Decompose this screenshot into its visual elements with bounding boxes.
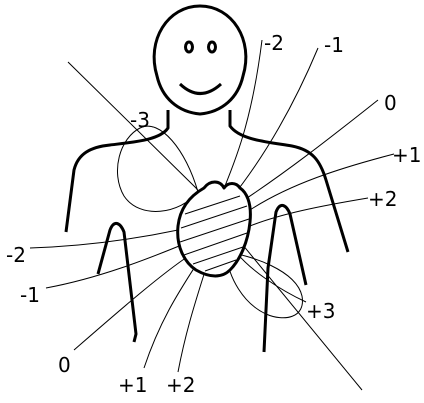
label-bottom-zero: 0 xyxy=(58,353,71,377)
head-outline xyxy=(154,6,246,114)
field-line-left-minus1 xyxy=(46,244,184,288)
label-top-minus1: -1 xyxy=(324,33,344,57)
label-right-plus2: +2 xyxy=(368,187,397,211)
smile-mouth xyxy=(180,84,221,94)
left-eye xyxy=(186,42,193,52)
right-eye xyxy=(209,42,216,52)
label-top-zero: 0 xyxy=(384,91,397,115)
field-line-bottom-plus2 xyxy=(178,268,206,372)
label-bottom-plus1: +1 xyxy=(118,373,147,397)
heart xyxy=(178,182,251,276)
label-top-minus2: -2 xyxy=(264,31,284,55)
field-line-left-minus2 xyxy=(30,230,178,248)
label-left-minus3: -3 xyxy=(130,108,150,132)
label-left-minus1: -1 xyxy=(20,283,40,307)
field-line-right-plus2 xyxy=(250,198,368,226)
label-right-plus1: +1 xyxy=(392,143,421,167)
field-line-top-minus2 xyxy=(220,40,262,198)
head xyxy=(154,6,246,114)
field-line-bottom-plus1 xyxy=(144,262,198,368)
label-right-plus3: +3 xyxy=(306,299,335,323)
label-bottom-plus2: +2 xyxy=(166,373,195,397)
negative-lobe xyxy=(117,126,198,211)
field-line-near-plus3 xyxy=(236,252,306,302)
label-left-minus2: -2 xyxy=(6,243,26,267)
